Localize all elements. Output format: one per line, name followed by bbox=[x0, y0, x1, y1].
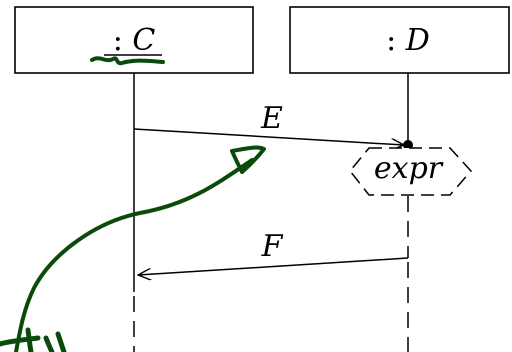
lifeline-c-name: C bbox=[132, 23, 155, 58]
lifeline-d: : D bbox=[289, 6, 510, 352]
annotation-curve bbox=[14, 158, 254, 352]
squiggle-underline bbox=[90, 56, 165, 66]
lifeline-d-label: : D bbox=[386, 23, 430, 58]
expression-label: expr bbox=[374, 151, 444, 186]
lifeline-c-colon: : bbox=[113, 23, 123, 58]
lifeline-d-name: D bbox=[405, 23, 430, 58]
lifeline-d-box[interactable] bbox=[289, 6, 510, 74]
message-e-label: E bbox=[260, 101, 283, 136]
message-f-arrow[interactable] bbox=[138, 257, 409, 275]
annotation-scribble bbox=[0, 327, 67, 352]
handwritten-annotation bbox=[0, 56, 266, 352]
message-f-label: F bbox=[261, 229, 284, 264]
message-f: F bbox=[138, 229, 409, 275]
expression-box: expr bbox=[349, 147, 473, 196]
lifeline-c-label: : C bbox=[113, 23, 156, 58]
lifeline-c: : C bbox=[14, 6, 254, 352]
annotation-arrowhead-icon bbox=[230, 145, 266, 174]
message-e-arrow[interactable] bbox=[133, 128, 404, 145]
message-e: E bbox=[133, 101, 413, 150]
lifeline-d-colon: : bbox=[386, 23, 396, 58]
expression-hexagon[interactable] bbox=[349, 147, 473, 196]
